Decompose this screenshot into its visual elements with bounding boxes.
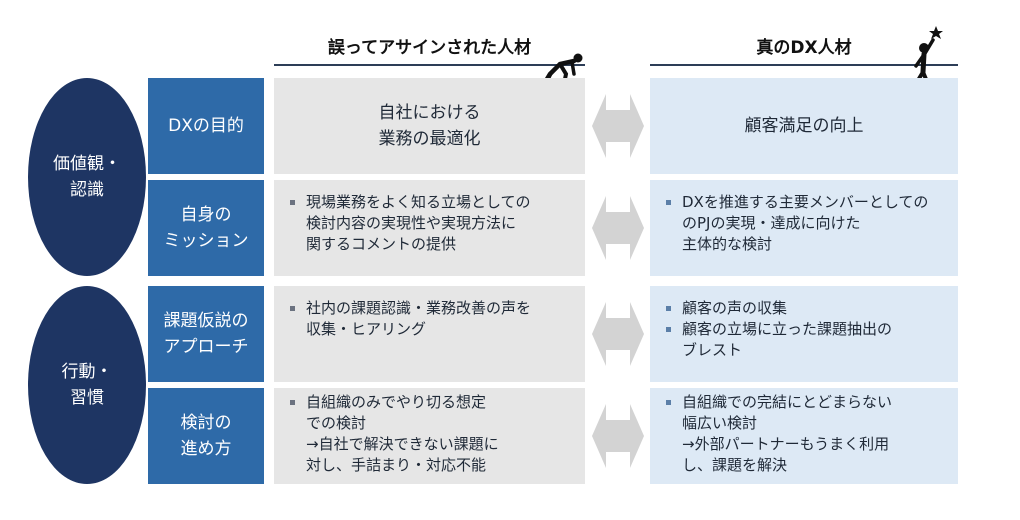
category-label: 課題仮説の アプローチ [163, 311, 249, 357]
group-label: 行動・ 習慣 [61, 362, 113, 408]
bullet-item: DXを推進する主要メンバーとしての のPJの実現・達成に向けた 主体的な検討 [666, 192, 948, 255]
row2-left-box: 現場業務をよく知る立場としての 検討内容の実現性や実現方法に 関するコメントの提… [274, 180, 585, 276]
double-arrow-icon [592, 302, 644, 366]
bullet-item: 顧客の立場に立った課題抽出の ブレスト [666, 319, 948, 361]
reaching-for-star-icon [912, 26, 943, 96]
row1-right-box: 顧客満足の向上 [650, 78, 958, 174]
group-actions-habits: 行動・ 習慣 [28, 286, 146, 484]
category-label: DXの目的 [168, 116, 244, 136]
row3-right-box: 顧客の声の収集 顧客の立場に立った課題抽出の ブレスト [650, 286, 958, 382]
double-arrow-icon [592, 404, 644, 468]
bullet-item: 社内の課題認識・業務改善の声を 収集・ヒアリング [290, 298, 575, 340]
category-label: 検討の 進め方 [180, 413, 232, 459]
category-own-mission: 自身の ミッション [148, 180, 264, 276]
misassigned-title: 誤ってアサインされた人材 [327, 38, 532, 58]
category-how-to-proceed: 検討の 進め方 [148, 388, 264, 484]
category-hypothesis-approach: 課題仮説の アプローチ [148, 286, 264, 382]
row4-left-box: 自組織のみでやり切る想定 での検討 →自社で解決できない課題に 対し、手詰まり・… [274, 388, 585, 484]
row3-left-box: 社内の課題認識・業務改善の声を 収集・ヒアリング [274, 286, 585, 382]
group-values-recognition: 価値観・ 認識 [28, 78, 146, 276]
double-arrow-icon [592, 196, 644, 260]
row1-right-text: 顧客満足の向上 [744, 116, 864, 136]
bullet-item: 現場業務をよく知る立場としての 検討内容の実現性や実現方法に 関するコメントの提… [290, 192, 575, 255]
group-label: 価値観・ 認識 [53, 154, 121, 200]
true-dx-header: 真のDX人材 [650, 34, 958, 66]
misassigned-header: 誤ってアサインされた人材 [274, 34, 585, 66]
category-label: 自身の ミッション [163, 205, 249, 251]
row1-left-text: 自社における 業務の最適化 [378, 103, 481, 149]
row4-right-box: 自組織での完結にとどまらない 幅広い検討 →外部パートナーもうまく利用 し、課題… [650, 388, 958, 484]
row1-left-box: 自社における 業務の最適化 [274, 78, 585, 174]
bullet-item: 顧客の声の収集 [666, 298, 948, 319]
bullet-item: 自組織のみでやり切る想定 での検討 →自社で解決できない課題に 対し、手詰まり・… [290, 392, 575, 476]
double-arrow-icon [592, 94, 644, 158]
bullet-item: 自組織での完結にとどまらない 幅広い検討 →外部パートナーもうまく利用 し、課題… [666, 392, 948, 476]
row2-right-box: DXを推進する主要メンバーとしての のPJの実現・達成に向けた 主体的な検討 [650, 180, 958, 276]
category-dx-purpose: DXの目的 [148, 78, 264, 174]
true-dx-title: 真のDX人材 [756, 38, 852, 58]
